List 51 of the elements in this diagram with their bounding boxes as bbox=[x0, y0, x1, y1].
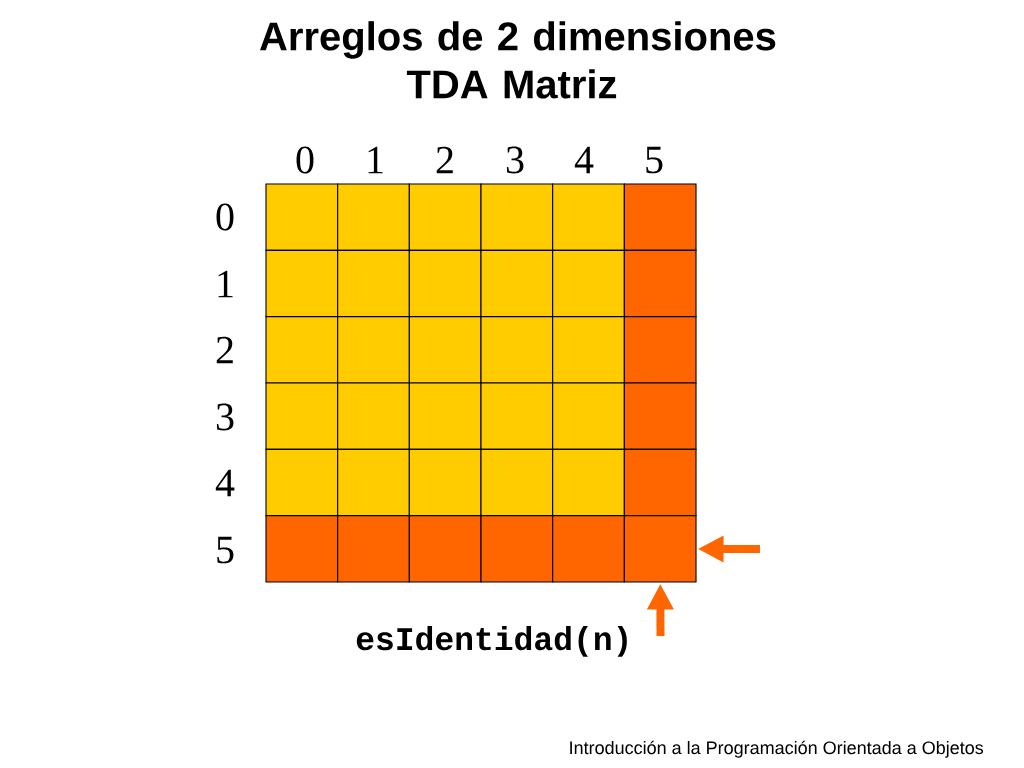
grid-cell bbox=[623, 382, 697, 450]
grid-cell bbox=[337, 448, 410, 517]
grid-cell bbox=[337, 382, 410, 450]
column-number: 3 bbox=[506, 146, 524, 174]
grid-cell bbox=[623, 515, 697, 583]
footer-text: Introducción a la Programación Orientada a Objetos bbox=[570, 740, 984, 758]
grid-cell bbox=[552, 249, 625, 318]
grid-cell bbox=[265, 183, 339, 251]
grid-cell bbox=[552, 183, 625, 251]
grid-cell bbox=[337, 316, 410, 384]
grid-cell bbox=[623, 183, 697, 251]
grid-cell bbox=[480, 448, 554, 517]
grid-cell bbox=[408, 316, 482, 384]
grid-cell bbox=[623, 316, 697, 384]
row-number: 3 bbox=[216, 403, 234, 431]
grid-cell bbox=[480, 249, 554, 318]
row-number: 5 bbox=[217, 536, 234, 564]
grid-cell bbox=[552, 515, 625, 583]
row-number: 2 bbox=[216, 336, 233, 364]
grid-cell bbox=[552, 448, 625, 517]
grid-cell bbox=[265, 249, 339, 318]
grid-cell bbox=[480, 316, 554, 384]
title: Arreglos de 2 dimensiones TDA Matriz bbox=[260, 21, 776, 99]
grid-cell bbox=[552, 316, 625, 384]
function-name: esIdentidad(n) bbox=[356, 626, 627, 657]
grid-cell bbox=[623, 249, 697, 318]
grid-cell bbox=[408, 249, 482, 318]
row-number: 0 bbox=[216, 203, 234, 231]
row-number: 4 bbox=[215, 469, 235, 497]
grid-cell bbox=[265, 448, 339, 517]
column-number: 4 bbox=[574, 146, 594, 174]
grid-cell bbox=[408, 183, 482, 251]
column-number: 5 bbox=[646, 146, 663, 174]
grid-cell bbox=[265, 382, 339, 450]
grid-cell bbox=[337, 249, 410, 318]
grid-cell bbox=[623, 448, 697, 517]
grid-cell bbox=[265, 316, 339, 384]
grid-cell bbox=[408, 515, 482, 583]
grid-cell bbox=[480, 183, 554, 251]
grid-cell bbox=[408, 448, 482, 517]
grid-cell bbox=[337, 183, 410, 251]
grid-cell bbox=[265, 515, 339, 583]
row-number: 1 bbox=[218, 270, 233, 298]
grid-cell bbox=[480, 382, 554, 450]
grid-cell bbox=[480, 515, 554, 583]
column-number: 0 bbox=[296, 146, 314, 174]
column-number: 1 bbox=[368, 146, 383, 174]
grid-cell bbox=[408, 382, 482, 450]
column-number: 2 bbox=[436, 146, 453, 174]
grid-cell bbox=[337, 515, 410, 583]
grid-cell bbox=[552, 382, 625, 450]
